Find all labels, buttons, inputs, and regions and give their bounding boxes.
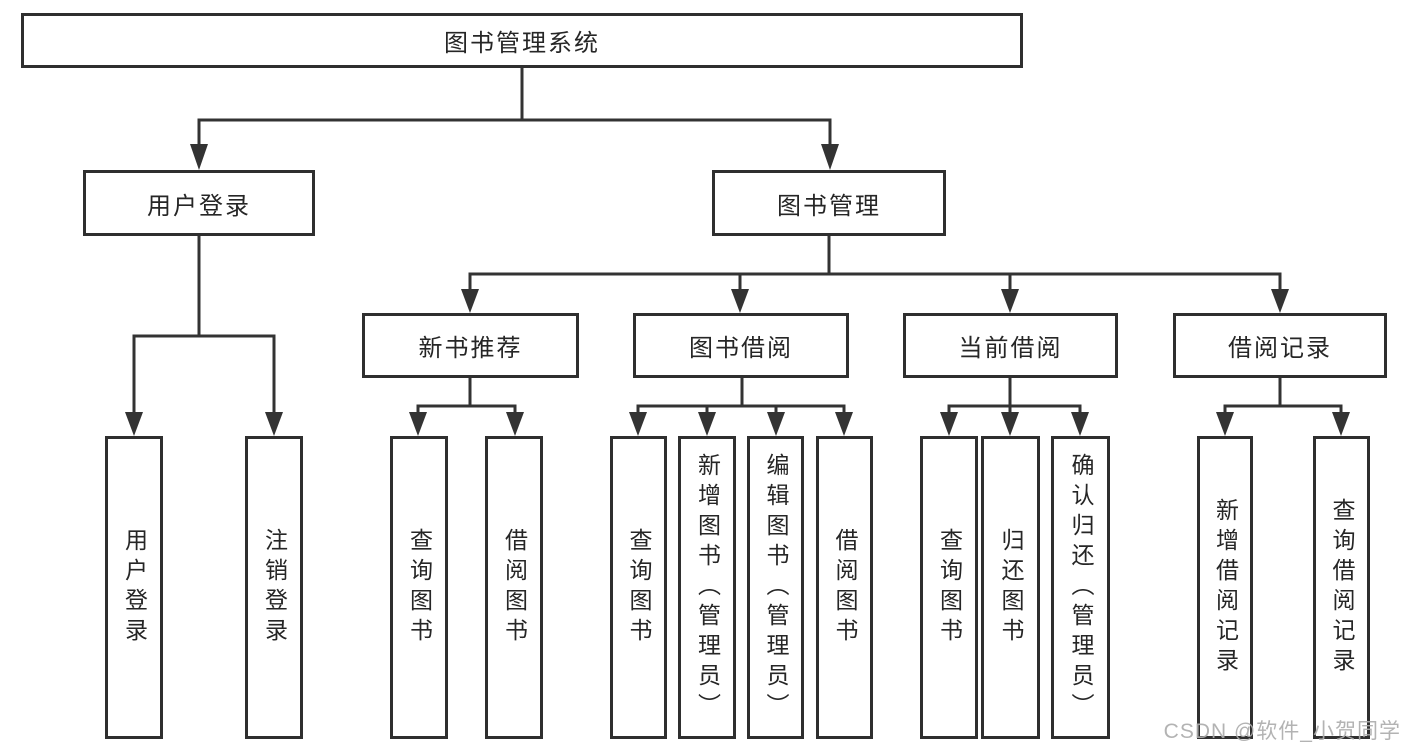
arrowheads — [125, 144, 1350, 436]
leaf-add-book-admin: 新增图书（管理员） — [678, 436, 736, 739]
leaf-query-borrow-record: 查询借阅记录 — [1313, 436, 1370, 739]
node-current-borrow-label: 当前借阅 — [958, 335, 1063, 362]
leaf-return-book-label: 归还图书 — [998, 527, 1024, 648]
node-new-book-recommend: 新书推荐 — [362, 313, 579, 378]
leaf-add-book-admin-label: 新增图书（管理员） — [694, 452, 721, 723]
leaf-query-books-current: 查询图书 — [920, 436, 978, 739]
leaf-edit-book-admin-label: 编辑图书（管理员） — [763, 452, 789, 723]
node-book-borrow: 图书借阅 — [633, 313, 849, 378]
node-borrow-records-label: 借阅记录 — [1228, 335, 1332, 362]
leaf-return-book: 归还图书 — [981, 436, 1040, 739]
leaf-confirm-return-admin-label: 确认归还（管理员） — [1068, 452, 1094, 723]
node-root: 图书管理系统 — [21, 13, 1023, 68]
node-user-login: 用户登录 — [83, 170, 315, 236]
leaf-borrow-book-label: 借阅图书 — [832, 527, 858, 648]
node-new-book-recommend-label: 新书推荐 — [418, 335, 523, 362]
node-user-login-label: 用户登录 — [147, 192, 251, 220]
node-root-label: 图书管理系统 — [444, 30, 600, 57]
leaf-edit-book-admin: 编辑图书（管理员） — [747, 436, 804, 739]
leaf-logout: 注销登录 — [245, 436, 303, 739]
leaf-query-books-current-label: 查询图书 — [936, 527, 963, 648]
leaf-add-borrow-record: 新增借阅记录 — [1197, 436, 1253, 739]
node-book-management: 图书管理 — [712, 170, 946, 236]
leaf-user-login-label: 用户登录 — [121, 527, 148, 648]
leaf-query-borrow-record-label: 查询借阅记录 — [1329, 497, 1355, 678]
leaf-borrow-book: 借阅图书 — [816, 436, 873, 739]
leaf-add-borrow-record-label: 新增借阅记录 — [1212, 497, 1239, 678]
node-borrow-records: 借阅记录 — [1173, 313, 1387, 378]
node-book-borrow-label: 图书借阅 — [689, 335, 793, 362]
leaf-query-books-borrow-label: 查询图书 — [626, 527, 652, 648]
leaf-borrow-books-recommend-label: 借阅图书 — [501, 527, 528, 648]
leaf-query-books-recommend: 查询图书 — [390, 436, 448, 739]
leaf-logout-label: 注销登录 — [261, 527, 288, 648]
leaf-user-login: 用户登录 — [105, 436, 163, 739]
node-book-management-label: 图书管理 — [777, 192, 881, 220]
leaf-borrow-books-recommend: 借阅图书 — [485, 436, 543, 739]
csdn-watermark: CSDN @软件_小贺同学 — [1163, 720, 1401, 743]
leaf-query-books-recommend-label: 查询图书 — [406, 527, 433, 648]
node-current-borrow: 当前借阅 — [903, 313, 1118, 378]
leaf-confirm-return-admin: 确认归还（管理员） — [1051, 436, 1110, 739]
leaf-query-books-borrow: 查询图书 — [610, 436, 667, 739]
